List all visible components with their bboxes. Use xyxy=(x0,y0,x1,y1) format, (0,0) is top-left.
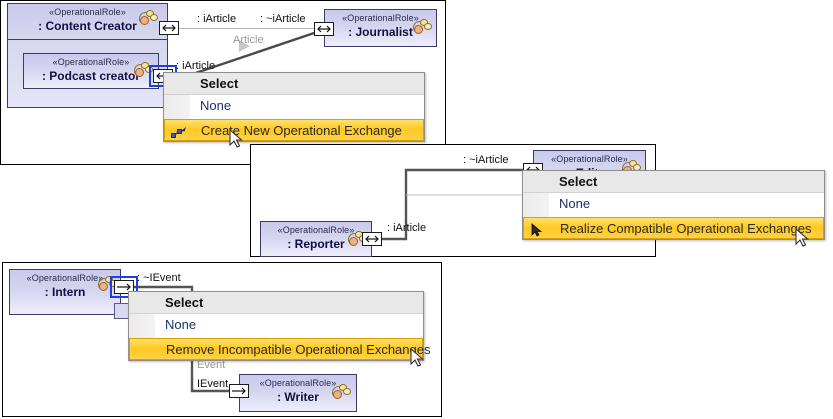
role-name: : Content Creator xyxy=(38,19,137,33)
edge-label-iarticle-reporter: : iArticle xyxy=(387,222,427,234)
mouse-cursor-icon xyxy=(410,348,424,367)
menu-header-label: Select xyxy=(165,295,204,310)
menu-item-label: Create New Operational Exchange xyxy=(201,123,402,138)
menu-header-label: Select xyxy=(559,174,598,189)
edge-label-ievent-writer: IEvent xyxy=(197,378,229,390)
edge-label-iarticle-podcast: : iArticle xyxy=(176,60,216,72)
pointer-select-icon xyxy=(530,222,546,237)
mouse-cursor-icon xyxy=(795,228,809,247)
role-stereotype: «OperationalRole» xyxy=(49,7,126,17)
role-name: : Intern xyxy=(44,285,86,299)
menu-header-select: Select xyxy=(523,171,824,193)
edge-label-iarticle-neg-editor: : ~iArticle xyxy=(463,154,509,166)
menu-header-select: Select xyxy=(164,73,424,95)
operational-role-icon xyxy=(134,62,153,78)
menu-item-label: None xyxy=(165,317,197,332)
mouse-cursor-icon xyxy=(229,129,243,148)
menu-item-realize-compatible-operational-exchanges[interactable]: Realize Compatible Operational Exchanges xyxy=(523,217,824,239)
menu-header-select: Select xyxy=(129,292,423,314)
port-reporter-iarticle[interactable] xyxy=(362,232,382,246)
menu-header-label: Select xyxy=(200,76,239,91)
role-stereotype: «OperationalRole» xyxy=(551,154,628,164)
role-journalist[interactable]: «OperationalRole» : Journalist xyxy=(324,9,437,47)
role-writer[interactable]: «OperationalRole» : Writer xyxy=(239,374,357,412)
role-stereotype: «OperationalRole» xyxy=(259,378,337,388)
operational-role-icon xyxy=(332,384,351,400)
operational-role-icon xyxy=(139,10,158,26)
menu-item-none[interactable]: None xyxy=(164,95,424,117)
context-menu-remove-incompatible-operational-exchanges[interactable]: Select None Remove Incompatible Operatio… xyxy=(128,291,430,361)
port-content-creator-iarticle[interactable] xyxy=(159,21,179,35)
context-menu-realize-compatible-operational-exchanges[interactable]: Select None Realize Compatible Operation… xyxy=(522,170,825,240)
role-divider xyxy=(8,39,167,40)
operational-exchange-icon xyxy=(171,124,187,138)
role-stereotype: «OperationalRole» xyxy=(26,273,104,283)
edge-label-ievent-neg-intern: : ~IEvent xyxy=(137,272,181,284)
edge-label-article: Article xyxy=(233,34,264,46)
menu-item-none[interactable]: None xyxy=(523,193,824,215)
port-intern-ievent-selected[interactable] xyxy=(110,276,138,298)
port-writer-ievent[interactable] xyxy=(229,384,249,398)
role-stereotype: «OperationalRole» xyxy=(342,13,419,23)
port-journalist-iarticle[interactable] xyxy=(314,22,334,36)
role-name: : Writer xyxy=(277,390,319,404)
menu-item-label: Realize Compatible Operational Exchanges xyxy=(560,221,812,236)
role-stereotype: «OperationalRole» xyxy=(277,225,355,235)
role-name: : Journalist xyxy=(348,25,413,39)
role-reporter[interactable]: «OperationalRole» : Reporter xyxy=(260,221,372,257)
edge-label-iarticle-cc: : iArticle xyxy=(197,13,237,25)
context-menu-create-new-operational-exchange[interactable]: Select None Create New Operational Excha… xyxy=(163,72,425,142)
role-stereotype: «OperationalRole» xyxy=(52,57,130,67)
role-name: : Podcast creator xyxy=(41,69,141,83)
menu-item-none[interactable]: None xyxy=(129,314,423,336)
role-name: : Reporter xyxy=(287,237,345,251)
menu-item-label: None xyxy=(559,196,591,211)
article-exchange-line xyxy=(178,28,323,29)
operational-role-icon xyxy=(413,19,432,35)
edge-label-iarticle-neg-journalist: : ~iArticle xyxy=(260,13,306,25)
menu-item-label: None xyxy=(200,98,232,113)
role-podcast-creator[interactable]: «OperationalRole» : Podcast creator xyxy=(23,53,159,89)
role-intern[interactable]: «OperationalRole» : Intern xyxy=(9,269,121,315)
menu-item-create-new-operational-exchange[interactable]: Create New Operational Exchange xyxy=(164,119,424,141)
menu-item-label: Remove Incompatible Operational Exchange… xyxy=(166,342,431,357)
menu-item-remove-incompatible-operational-exchanges[interactable]: Remove Incompatible Operational Exchange… xyxy=(129,338,430,360)
edge-label-event: Event xyxy=(197,359,226,371)
